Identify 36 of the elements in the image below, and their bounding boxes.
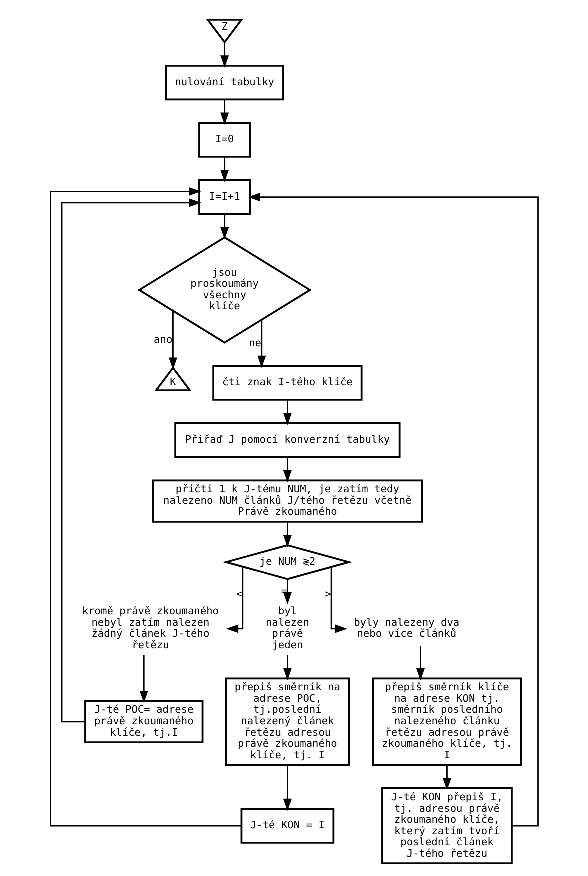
arrow [139, 655, 148, 704]
arrow [282, 522, 292, 548]
arrow [220, 214, 229, 240]
arrow [282, 655, 292, 681]
node-box: J-té KON přepiš I, tj. adresou právě zkoumaného klíče, který zatím tvoří poslední článek J-tého řetězu [381, 788, 512, 864]
arrow [220, 157, 229, 182]
node-text: byly nalezeny dva nebo více článků [354, 616, 460, 640]
node-diamond: je NUM ≷2 [222, 544, 352, 580]
node-box: nulování tabulky [164, 65, 284, 101]
edge-label: > [324, 588, 331, 600]
node-box: I=I+1 [198, 179, 251, 216]
node-box: J-té POC= adrese právě zkoumaného klíče, tj.I [84, 700, 204, 744]
node-box: J-té KON = I [240, 808, 334, 844]
node-box: Přiřaď J pomocí konverzní tabulky [174, 422, 400, 458]
arrow [330, 568, 348, 634]
node-box: přepiš směrník klíče na adrese KON tj. směrník posledního nalezeného článku řetězu adresou právě zkoumaného klíče, tj. I [372, 678, 522, 766]
arrow [282, 457, 292, 483]
arrow [60, 198, 202, 723]
node-box: čti znak I-tého klíče [212, 365, 362, 401]
arrow [168, 311, 177, 370]
node-box: přepiš směrník na adrese POC, tj.poslední nalezený článek řetězu adresou právě zkoumaného klíče, tj. I [224, 678, 350, 766]
node-box: přičti 1 k J-tému NUM, je zatím tedy nalezeno NUM článků J/tého řetězu včetně Právě zkoumaného [152, 480, 423, 523]
arrow [220, 42, 229, 68]
arrow [226, 567, 244, 634]
arrow [220, 100, 229, 126]
arrow [50, 187, 241, 827]
arrow [257, 320, 266, 368]
node-text: kromě právě zkoumaného nebyl zatím nalezen žádný článek J-tého řetězu [82, 606, 218, 652]
arrow [248, 193, 538, 827]
arrow [442, 765, 451, 790]
node-box: I=0 [198, 122, 251, 158]
edge-label: ano [154, 334, 172, 346]
node-text: byl nalezen právě jeden [265, 606, 309, 652]
arrow [282, 765, 292, 812]
arrow [282, 400, 292, 426]
arrow [416, 646, 424, 681]
